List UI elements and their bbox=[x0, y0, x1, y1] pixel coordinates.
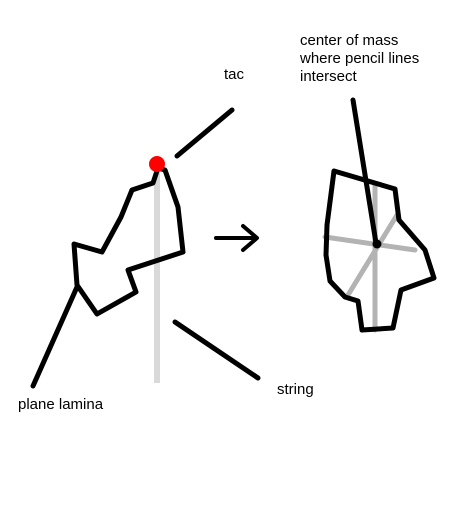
plane-lamina-leader-line bbox=[30, 284, 80, 389]
tac-pin bbox=[149, 156, 165, 172]
string-label: string bbox=[277, 381, 314, 398]
center-of-mass-label-line-2: where pencil lines bbox=[300, 50, 420, 67]
plane-lamina-label: plane lamina bbox=[18, 396, 104, 413]
right-arrow-icon bbox=[214, 224, 259, 252]
tac-leader-line bbox=[174, 107, 235, 159]
plane-lamina-outline bbox=[71, 165, 186, 317]
center-of-mass-point bbox=[372, 239, 382, 249]
lamina-outline-right bbox=[323, 168, 437, 333]
center-of-mass-leader-line bbox=[350, 97, 379, 246]
right-lamina-with-pencil-lines bbox=[322, 97, 437, 333]
tac-label: tac bbox=[224, 66, 245, 83]
left-suspended-lamina bbox=[71, 156, 186, 383]
center-of-mass-label-line-3: intersect bbox=[300, 68, 357, 85]
pencil-line-horizontal bbox=[322, 234, 418, 253]
center-of-mass-label: center of mass where pencil lines inters… bbox=[300, 32, 419, 86]
center-of-mass-label-line-1: center of mass bbox=[300, 32, 399, 49]
pencil-line-diagonal bbox=[345, 212, 400, 298]
string-leader-line bbox=[172, 319, 261, 381]
